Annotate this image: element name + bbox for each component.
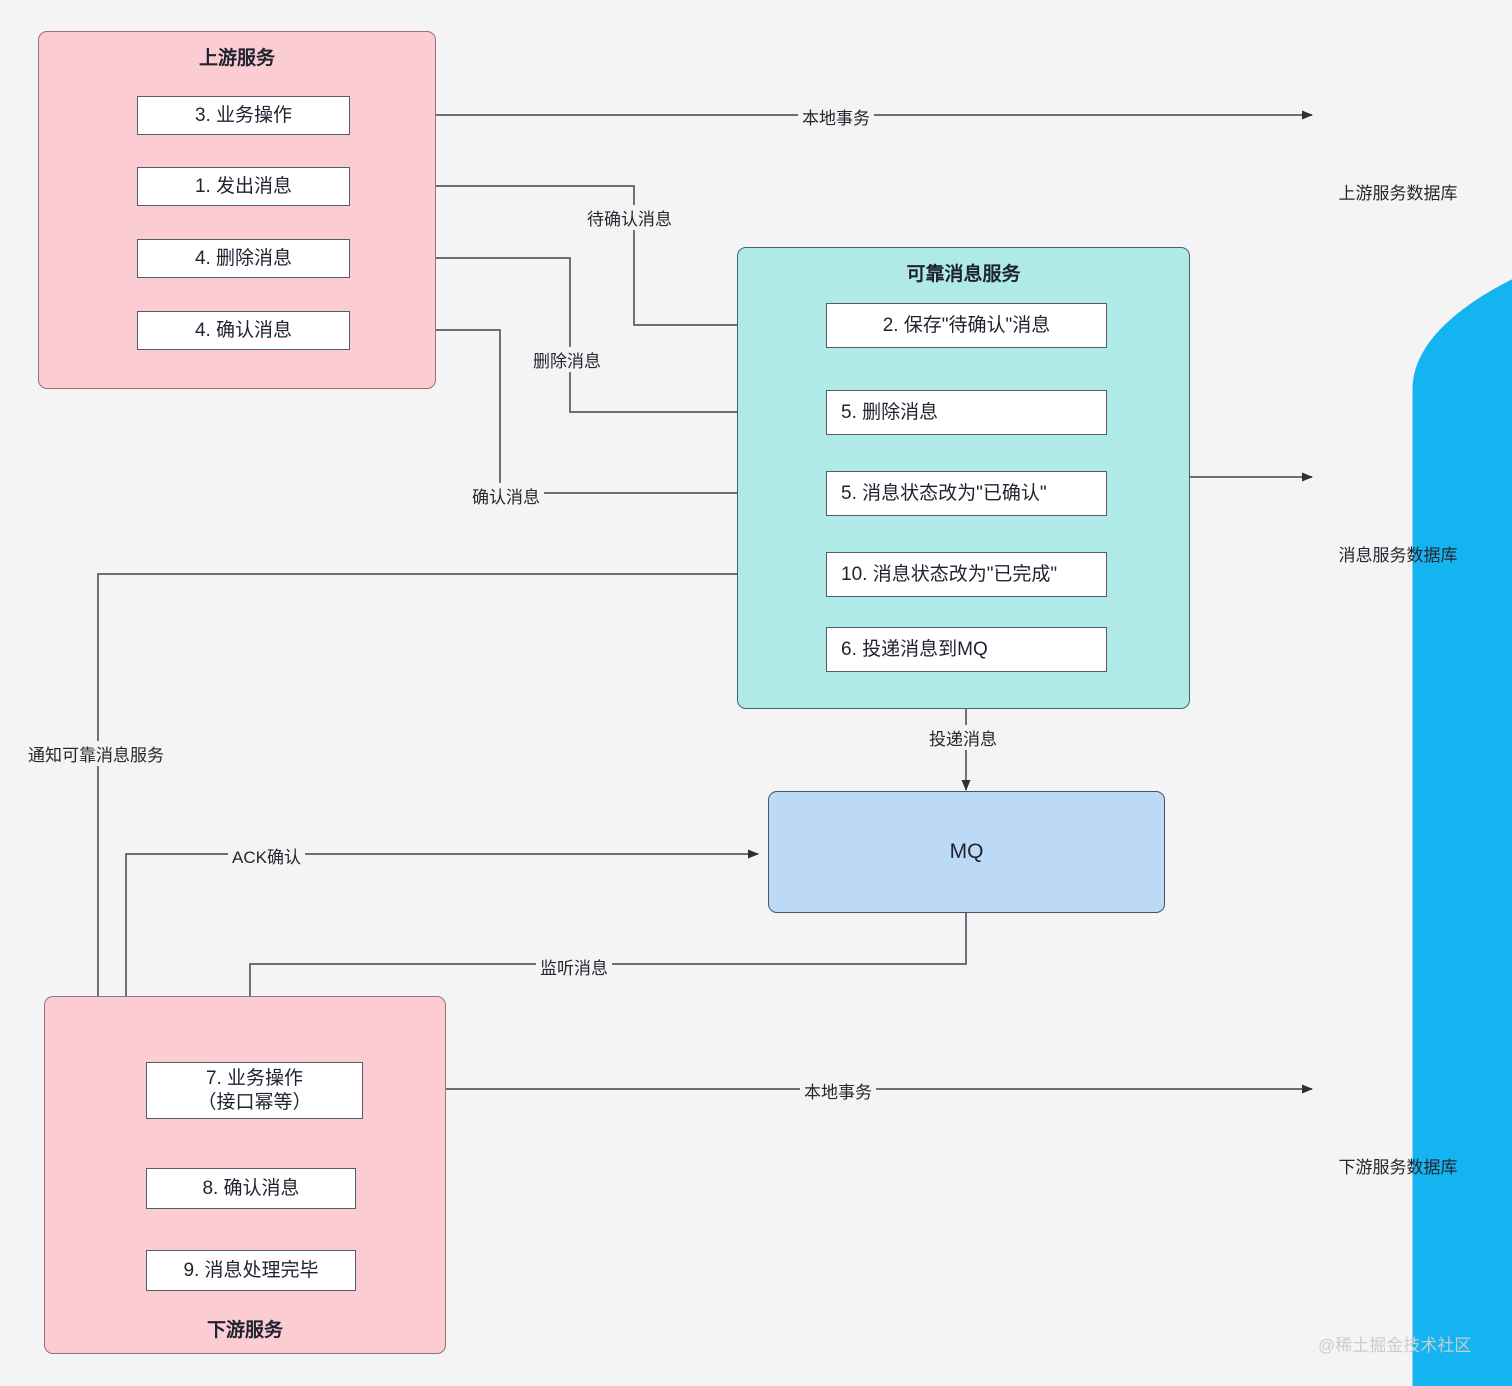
group-upstream-title: 上游服务 — [198, 48, 275, 69]
node-upstream-confirm-message[interactable]: 4. 确认消息 — [137, 311, 350, 350]
group-message-service-title: 可靠消息服务 — [906, 264, 1021, 285]
node-ms-status-confirmed[interactable]: 5. 消息状态改为"已确认" — [826, 471, 1107, 516]
node-downstream-message-done[interactable]: 9. 消息处理完毕 — [146, 1250, 356, 1291]
node-upstream-send-message[interactable]: 1. 发出消息 — [137, 167, 350, 206]
edge-label-listen-message: 监听消息 — [536, 954, 612, 979]
edge-label-local-tx-upstream: 本地事务 — [798, 104, 874, 129]
database-upstream-caption: 上游服务数据库 — [1338, 184, 1458, 203]
node-mq[interactable]: MQ — [768, 791, 1165, 913]
database-icon: DB — [1412, 641, 1512, 1386]
group-downstream-title: 下游服务 — [206, 1320, 283, 1341]
node-upstream-business-op[interactable]: 3. 业务操作 — [137, 96, 350, 135]
node-ms-save-pending-message[interactable]: 2. 保存"待确认"消息 — [826, 303, 1107, 348]
edge-label-confirm-message: 确认消息 — [468, 483, 544, 508]
node-downstream-confirm-message[interactable]: 8. 确认消息 — [146, 1168, 356, 1209]
edge-label-local-tx-downstream: 本地事务 — [800, 1078, 876, 1103]
node-ms-status-completed[interactable]: 10. 消息状态改为"已完成" — [826, 552, 1107, 597]
node-upstream-delete-message[interactable]: 4. 删除消息 — [137, 239, 350, 278]
node-ms-delete-message[interactable]: 5. 删除消息 — [826, 390, 1107, 435]
edge-label-ack-confirm: ACK确认 — [228, 843, 305, 868]
edge-delete-message — [350, 257, 817, 417]
node-downstream-business-op-line2: （接口幂等） — [197, 1091, 312, 1113]
edge-label-deliver-message: 投递消息 — [925, 725, 1001, 750]
edge-label-pending-message: 待确认消息 — [583, 205, 676, 230]
node-downstream-business-op-line1: 7. 业务操作 — [205, 1067, 304, 1089]
database-icon: DB — [1412, 1253, 1512, 1386]
node-ms-deliver-to-mq[interactable]: 6. 投递消息到MQ — [826, 627, 1107, 672]
database-downstream-caption: 下游服务数据库 — [1338, 1158, 1458, 1177]
edge-label-notify-reliable-service: 通知可靠消息服务 — [24, 741, 168, 766]
edge-pending-message — [350, 185, 817, 330]
edge-label-delete-message: 删除消息 — [529, 347, 605, 372]
database-message-service-caption: 消息服务数据库 — [1338, 546, 1458, 565]
watermark: @稀土掘金技术社区 — [1318, 1336, 1472, 1355]
node-downstream-business-op[interactable]: 7. 业务操作 （接口幂等） — [146, 1062, 363, 1119]
